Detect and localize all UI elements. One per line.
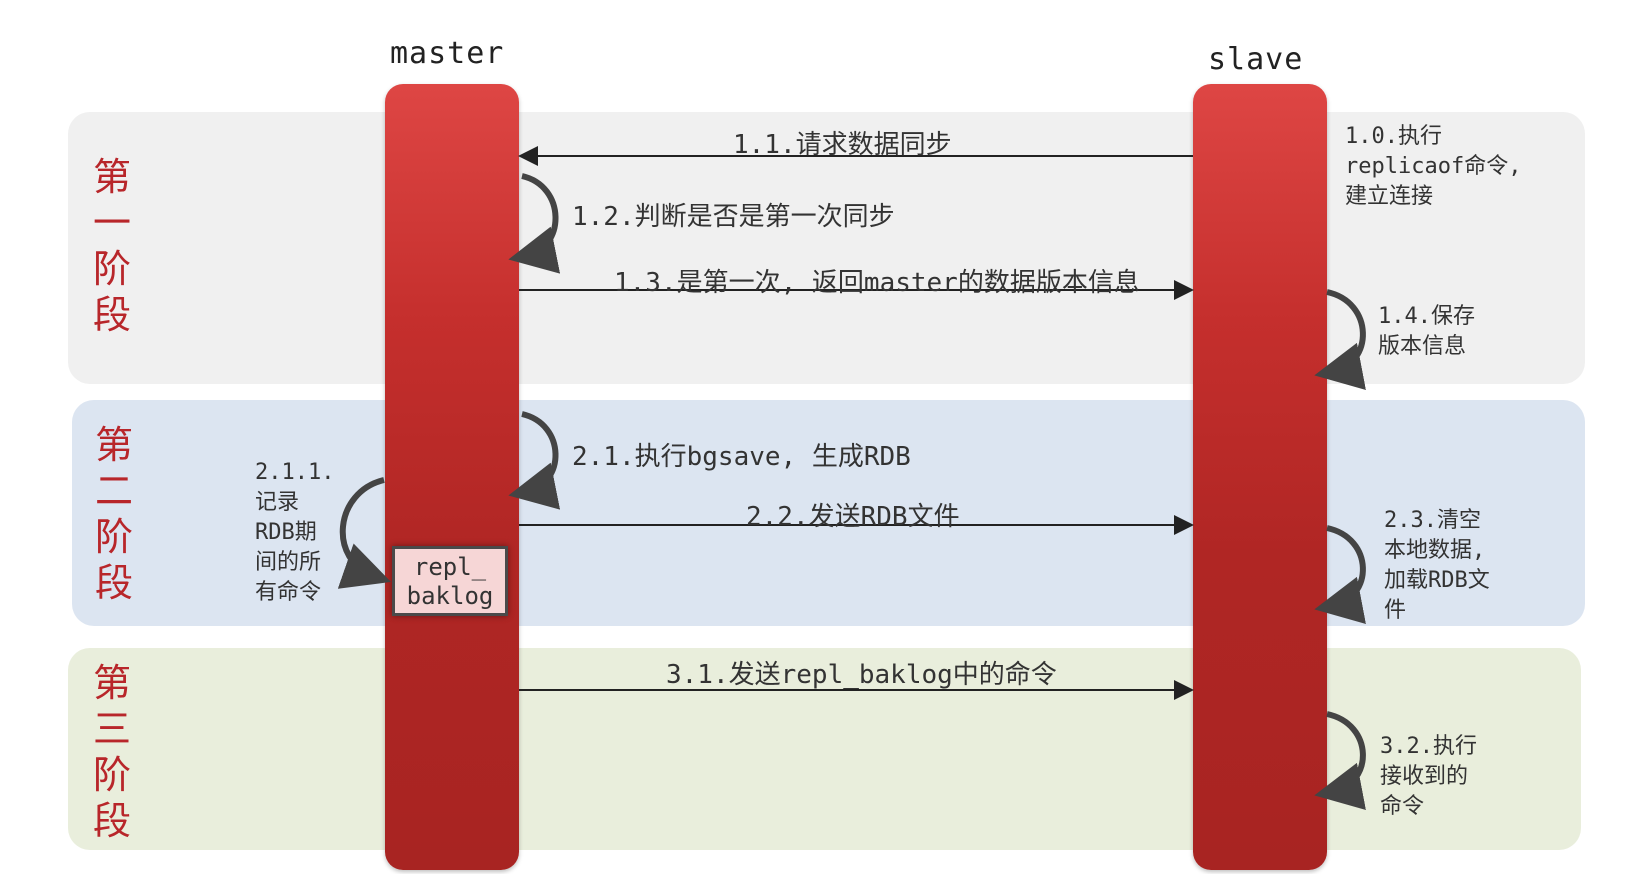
step-1-3-label: 1.3.是第一次, 返回master的数据版本信息 (614, 268, 1140, 298)
slave-lifeline (1193, 84, 1327, 870)
master-title: master (390, 36, 505, 71)
step-2-2-label: 2.2.发送RDB文件 (746, 502, 960, 532)
step-1-1-label: 1.1.请求数据同步 (733, 130, 952, 160)
step-2-3-note: 2.3.清空本地数据,加载RDB文件 (1384, 508, 1490, 623)
step-3-1-label: 3.1.发送repl_baklog中的命令 (666, 660, 1057, 690)
master-lifeline (385, 84, 519, 870)
repl-baklog-buffer: repl_baklog (392, 546, 508, 616)
phase-2-label: 第二阶段 (94, 423, 133, 605)
step-1-2-label: 1.2.判断是否是第一次同步 (572, 202, 895, 232)
phase-3-label: 第三阶段 (92, 661, 131, 843)
loop-1-2 (508, 173, 561, 274)
step-1-4-note: 1.4.保存版本信息 (1378, 304, 1475, 359)
step-2-1-label: 2.1.执行bgsave, 生成RDB (572, 442, 911, 472)
loop-2-1-1 (337, 477, 391, 589)
phase-3-band (68, 648, 1581, 850)
loop-1-4 (1314, 289, 1366, 390)
phase-1-band (68, 112, 1585, 384)
slave-title: slave (1208, 42, 1304, 77)
phase-1-label: 第一阶段 (92, 155, 131, 337)
step-3-2-note: 3.2.执行接收到的命令 (1380, 734, 1477, 819)
loop-2-3 (1314, 525, 1366, 624)
loop-3-2 (1314, 711, 1366, 810)
loop-2-1 (508, 411, 561, 510)
